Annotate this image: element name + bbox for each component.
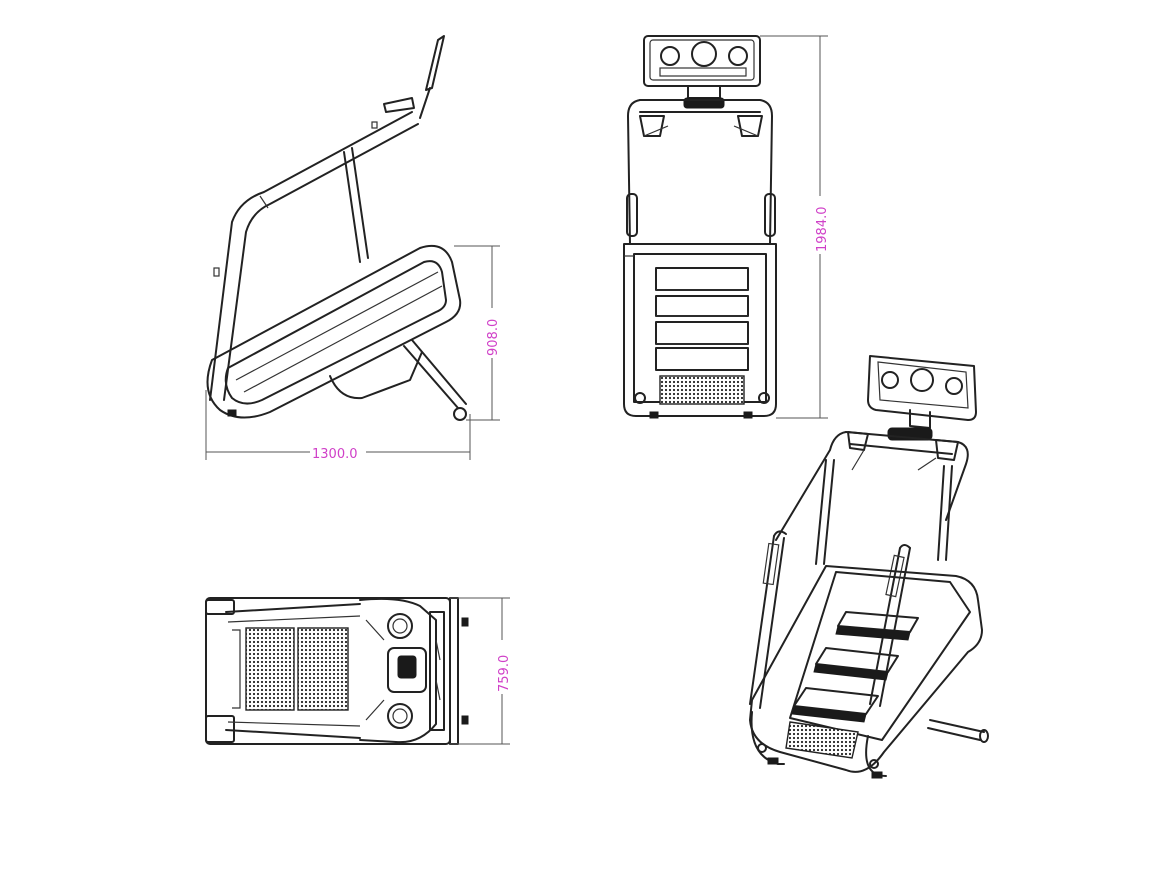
- top-width-dimension: 759.0: [497, 655, 512, 692]
- side-length-dimension: 1300.0: [312, 447, 358, 462]
- front-view: 1984.0: [623, 35, 830, 419]
- side-view: 1300.0 908.0: [205, 35, 501, 462]
- isometric-view: [749, 355, 989, 779]
- side-height-dimension: 908.0: [486, 319, 501, 356]
- front-height-dimension: 1984.0: [815, 207, 830, 253]
- top-view: 759.0: [205, 597, 512, 745]
